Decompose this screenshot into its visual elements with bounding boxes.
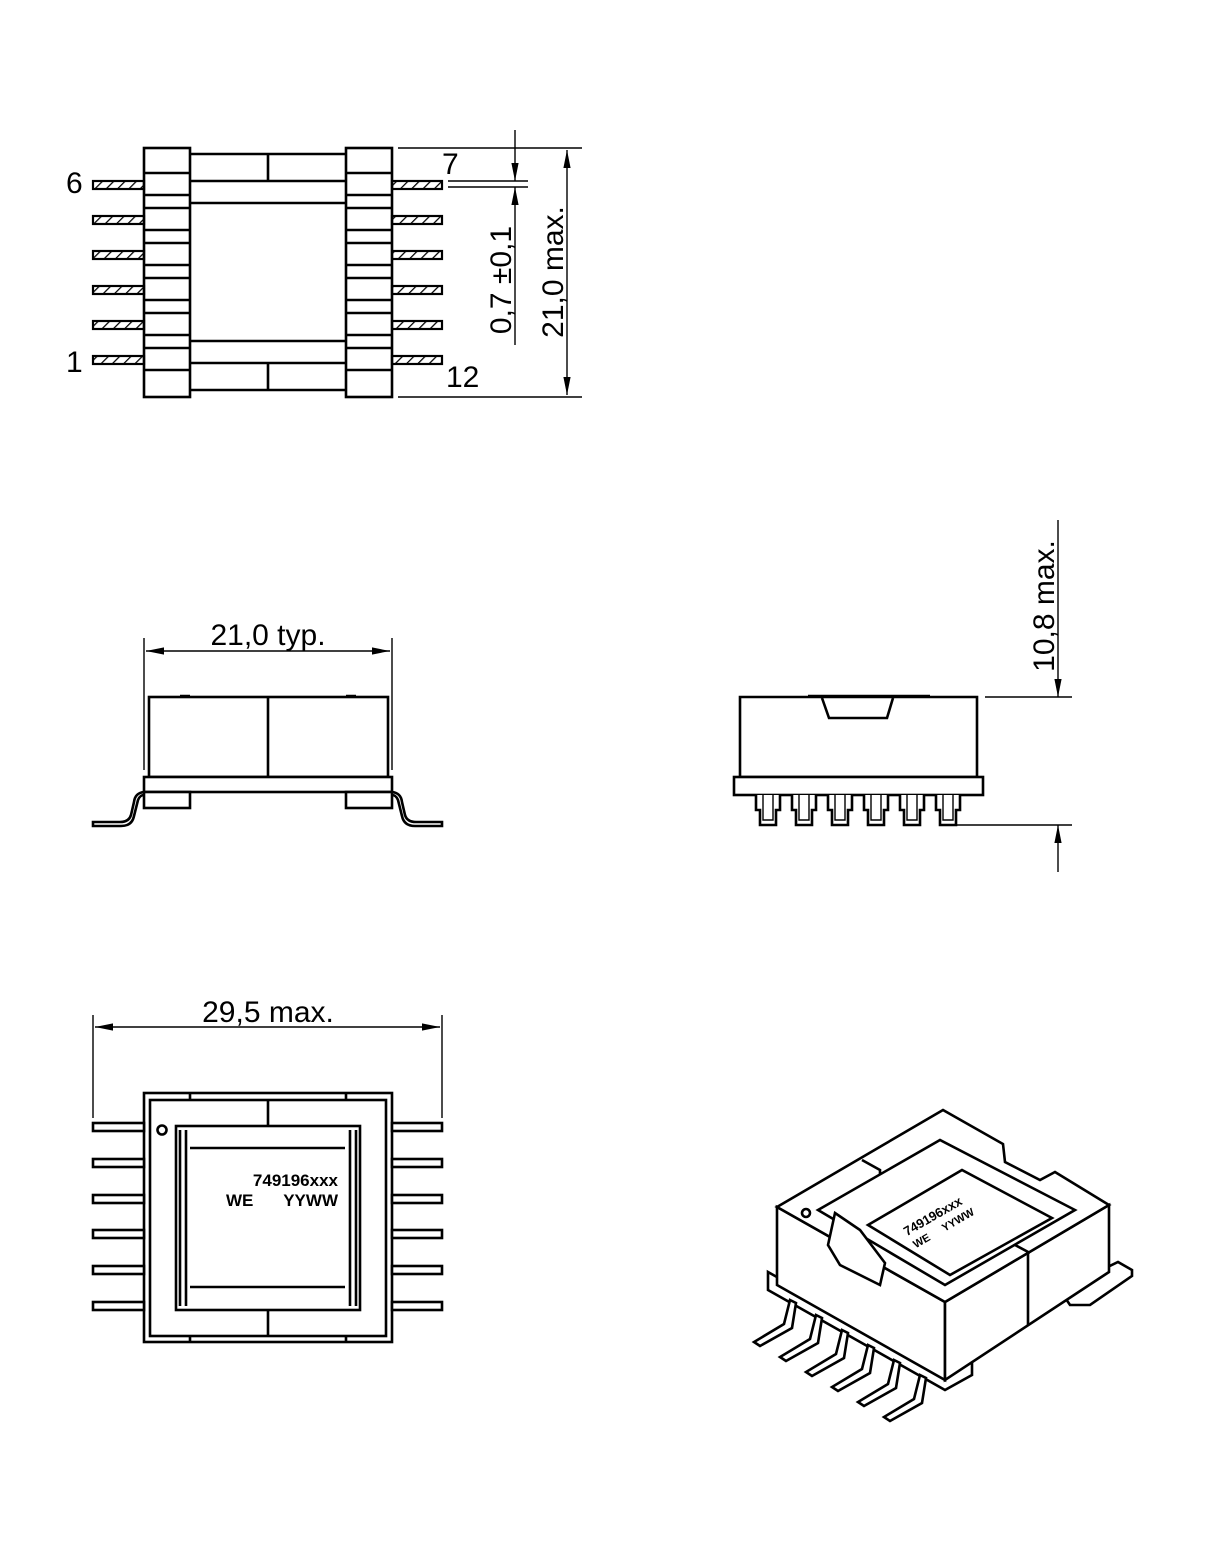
core-outline [190, 152, 346, 392]
pin [390, 1193, 444, 1205]
dim-height-top: 21,0 max. [537, 206, 570, 338]
pin [91, 1157, 146, 1169]
extension-lines [143, 638, 393, 770]
pin [91, 249, 146, 261]
pin [91, 1121, 146, 1133]
lead [881, 1373, 928, 1423]
body [738, 695, 979, 779]
marking-part: 749196xxx [253, 1171, 339, 1190]
pin [390, 1264, 444, 1276]
lead [803, 1328, 850, 1378]
iso-pins [751, 1298, 928, 1423]
pin [91, 354, 146, 366]
extension-lines [398, 147, 582, 398]
label-surface [865, 1168, 1055, 1277]
lead-left [91, 790, 145, 828]
pin [390, 249, 444, 261]
pin [390, 1157, 444, 1169]
pin [91, 1300, 146, 1312]
pin [390, 319, 444, 331]
top-pins [91, 171, 444, 372]
bottom-pins [91, 1121, 444, 1312]
pin [91, 284, 146, 296]
foot [344, 790, 394, 810]
pin [390, 1121, 444, 1133]
dim-height-side: 10,8 max. [1028, 540, 1061, 672]
right-column [344, 146, 394, 399]
lead [751, 1298, 798, 1348]
notch [808, 694, 930, 720]
isometric-view: 749196xxx WE YYWW [751, 1108, 1134, 1423]
lead-right [391, 790, 444, 828]
core [174, 1124, 362, 1312]
top-view: 6 1 7 12 0,7 ±0,1 21,0 max. [66, 130, 582, 399]
pin [862, 795, 890, 827]
pin-label-1: 1 [66, 346, 83, 379]
foot [142, 790, 192, 810]
left-column [142, 146, 192, 399]
dim-width-bottom: 29,5 max. [202, 996, 334, 1029]
pin [390, 214, 444, 226]
side-pins [754, 795, 962, 827]
pin [390, 1228, 444, 1240]
pin [91, 1193, 146, 1205]
pin-label-6: 6 [66, 167, 83, 200]
pin [91, 1228, 146, 1240]
pin [390, 284, 444, 296]
pin [91, 319, 146, 331]
pin [898, 795, 926, 827]
pin [934, 795, 962, 827]
pin [390, 1300, 444, 1312]
marking-we: WE [226, 1191, 253, 1210]
side-view-right: 10,8 max. [732, 520, 1072, 872]
dim-width-side: 21,0 typ. [210, 619, 325, 652]
marking-date: YYWW [283, 1191, 339, 1210]
pin [91, 1264, 146, 1276]
pin [91, 214, 146, 226]
lead [777, 1313, 824, 1363]
pin [91, 179, 146, 191]
extension-lines [92, 1015, 443, 1118]
bottom-view: 29,5 max. 749196xxx WE YYWW [91, 996, 444, 1344]
pin-label-12: 12 [446, 361, 479, 394]
pin [390, 354, 444, 366]
lead [855, 1358, 902, 1408]
dim-pin-width: 0,7 ±0,1 [485, 226, 518, 334]
lead [829, 1343, 876, 1393]
pin [790, 795, 818, 827]
pin-label-7: 7 [442, 148, 459, 181]
pin1-marker-icon [156, 1124, 168, 1136]
base [142, 775, 394, 794]
pin [826, 795, 854, 827]
pin [754, 795, 782, 827]
base [732, 775, 985, 797]
pin [390, 179, 444, 191]
side-view-left: 21,0 typ. [91, 619, 444, 828]
